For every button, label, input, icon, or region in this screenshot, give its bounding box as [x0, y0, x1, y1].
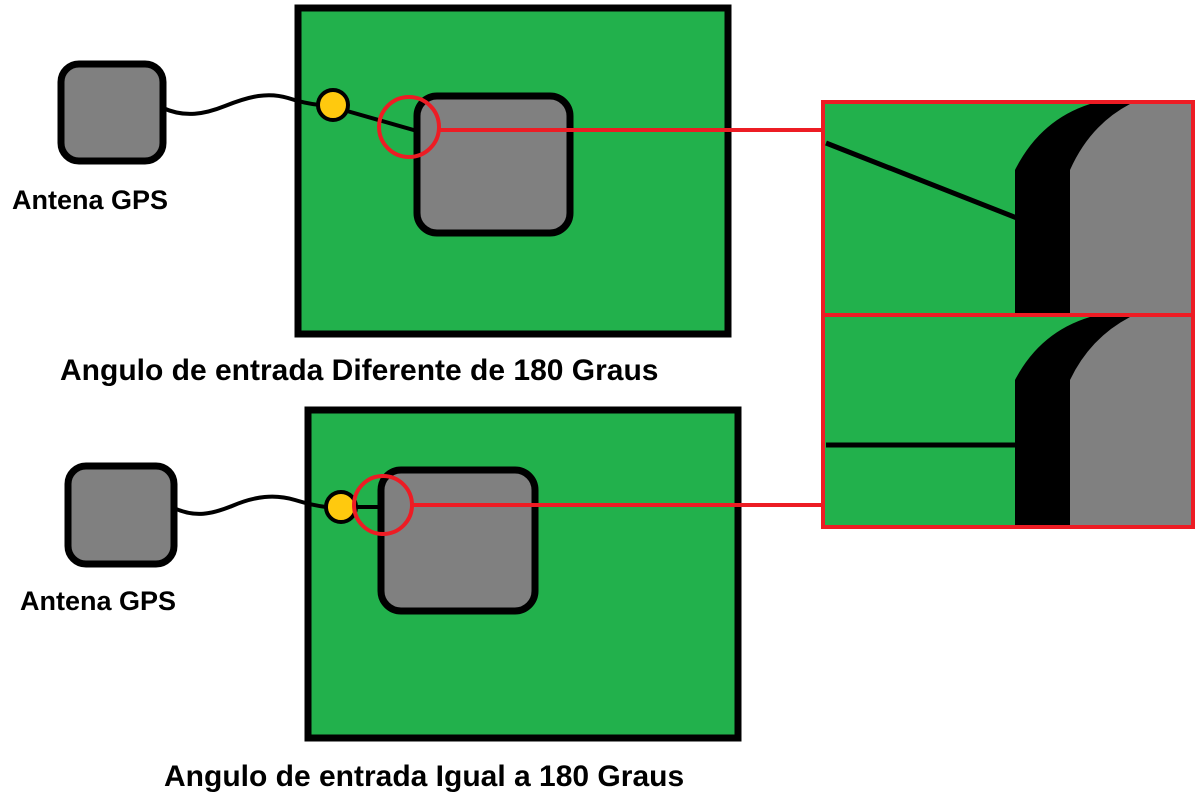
top-caption: Angulo de entrada Diferente de 180 Graus	[60, 354, 659, 387]
zoom-panel	[821, 100, 1195, 529]
top-zoom-circle	[377, 95, 441, 159]
top-chip	[413, 92, 574, 237]
bottom-scene: Antena GPS Angulo de entrada Igual a 180…	[20, 406, 823, 793]
zoom-top-chip-body	[1070, 104, 1193, 315]
top-antenna-label: Antena GPS	[12, 185, 168, 215]
bottom-antenna-cable	[173, 494, 327, 516]
top-scene: Antena GPS Angulo de entrada Diferente d…	[12, 4, 823, 387]
top-antenna-cable	[162, 93, 321, 116]
bottom-caption: Angulo de entrada Igual a 180 Graus	[164, 760, 684, 793]
bottom-antenna-label: Antena GPS	[20, 586, 176, 616]
zoom-inset-bottom	[823, 315, 1193, 527]
bottom-antenna-module	[64, 462, 178, 568]
zoom-bottom-chip-body	[1070, 317, 1193, 527]
top-angled-trace	[346, 109, 418, 133]
top-antenna-module	[57, 60, 167, 165]
top-connector	[316, 88, 350, 122]
zoom-top-angled-trace	[825, 140, 1018, 221]
zoom-inset-top	[823, 102, 1193, 315]
bottom-connector	[324, 490, 358, 524]
bottom-chip	[377, 466, 539, 615]
